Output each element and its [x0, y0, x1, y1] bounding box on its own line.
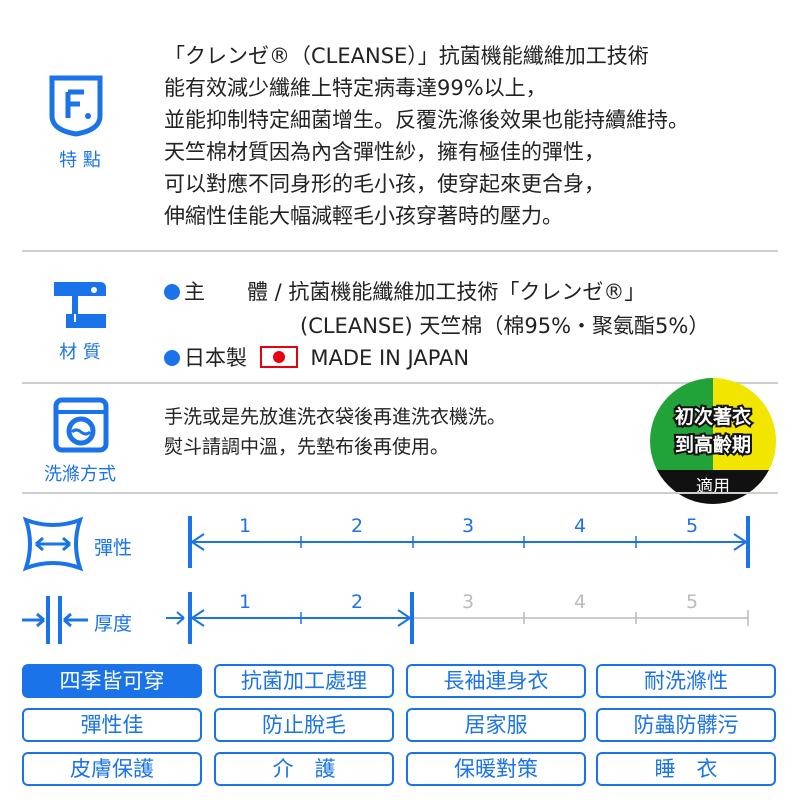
material-main-key: 主 體	[184, 280, 268, 304]
thickness-icon	[20, 592, 90, 648]
scale-label-thickness: 厚度	[94, 613, 133, 635]
elasticity-icon	[20, 516, 86, 572]
badge-line2: 到高齡期	[673, 432, 753, 458]
age-badge-circle	[650, 378, 776, 504]
scale-tick-label: 5	[685, 591, 699, 613]
feature-tag: 抗菌加工處理	[214, 664, 394, 698]
bullet-icon	[164, 350, 180, 366]
features-line: 可以對應不同身形的毛小孩，使穿起來更合身，	[164, 172, 605, 196]
feature-tag: 耐洗滌性	[596, 664, 776, 698]
scale-tick-label: 4	[573, 515, 587, 537]
scale-tick-label: 3	[461, 515, 475, 537]
scale-tick-label: 5	[685, 515, 699, 537]
material-origin-en: MADE IN JAPAN	[310, 346, 470, 370]
japan-flag-icon	[259, 346, 298, 368]
scale-arrow-right	[397, 609, 411, 627]
features-label: 特 點	[59, 150, 101, 171]
age-badge: 初次著衣 到高齡期 適用	[648, 376, 778, 506]
feature-tag: 居家服	[406, 708, 586, 742]
scale-tick-label: 4	[573, 591, 587, 613]
scale-tick-label: 1	[238, 591, 252, 613]
elasticity-scale	[188, 516, 750, 568]
feature-tag: 防止脫毛	[214, 708, 394, 742]
scale-tick-label: 1	[238, 515, 252, 537]
features-line: 能有效減少纖維上特定病毒達99%以上，	[164, 76, 547, 100]
washing-machine-icon	[52, 396, 110, 454]
material-main-value: / 抗菌機能纖維加工技術「クレンゼ®」	[268, 280, 646, 304]
divider	[22, 250, 778, 252]
scale-lead-arrow	[166, 611, 185, 625]
feature-tag: 皮膚保護	[22, 752, 202, 786]
bullet-icon	[164, 284, 180, 300]
feature-tag: 睡 衣	[596, 752, 776, 786]
features-line: 「クレンゼ®（CLEANSE）」抗菌機能纖維加工技術	[164, 44, 649, 68]
scale-label-elasticity: 彈性	[94, 537, 133, 559]
feature-tag: 四季皆可穿	[22, 664, 202, 698]
features-line: 天竺棉材質因為內含彈性紗，擁有極佳的彈性，	[164, 140, 605, 164]
scale-tick-label: 2	[350, 591, 364, 613]
feature-tag: 長袖連身衣	[406, 664, 586, 698]
badge-line1: 初次著衣	[673, 404, 753, 430]
washing-label: 洗滌方式	[44, 464, 116, 485]
material-main-row: 主 體 / 抗菌機能纖維加工技術「クレンゼ®」	[164, 276, 645, 306]
material-origin-row: 日本製 MADE IN JAPAN	[164, 342, 469, 372]
sewing-machine-icon	[48, 274, 112, 332]
features-line: 伸縮性佳能大幅減輕毛小孩穿著時的壓力。	[164, 204, 563, 228]
divider	[22, 382, 778, 384]
feature-tag: 彈性佳	[22, 708, 202, 742]
washing-text: 手洗或是先放進洗衣袋後再進洗衣機洗。 熨斗請調中溫，先墊布後再使用。	[164, 402, 506, 462]
features-text: 「クレンゼ®（CLEANSE）」抗菌機能纖維加工技術 能有效減少纖維上特定病毒達…	[164, 40, 689, 232]
pocket-f-icon	[49, 75, 103, 137]
scale-arrow-left	[191, 533, 205, 551]
features-line: 並能抑制特定細菌增生。反覆洗滌後效果也能持續維持。	[164, 108, 689, 132]
washing-line: 熨斗請調中溫，先墊布後再使用。	[164, 436, 450, 458]
features-icon	[46, 72, 106, 138]
scale-tick-label: 2	[350, 515, 364, 537]
material-main-value2: (CLEANSE) 天竺棉（棉95%・聚氨酯5%）	[300, 314, 710, 338]
washing-line: 手洗或是先放進洗衣袋後再進洗衣機洗。	[164, 406, 507, 428]
feature-tag: 介 護	[214, 752, 394, 786]
scale-tick-label: 3	[461, 591, 475, 613]
scale-arrow-right	[733, 533, 747, 551]
material-origin: 日本製	[184, 346, 247, 370]
thickness-scale	[166, 592, 749, 644]
feature-tag: 保暖對策	[406, 752, 586, 786]
divider	[22, 492, 778, 494]
scale-arrow-left	[191, 609, 205, 627]
feature-tag: 防蟲防髒污	[596, 708, 776, 742]
material-label: 材 質	[59, 342, 101, 363]
